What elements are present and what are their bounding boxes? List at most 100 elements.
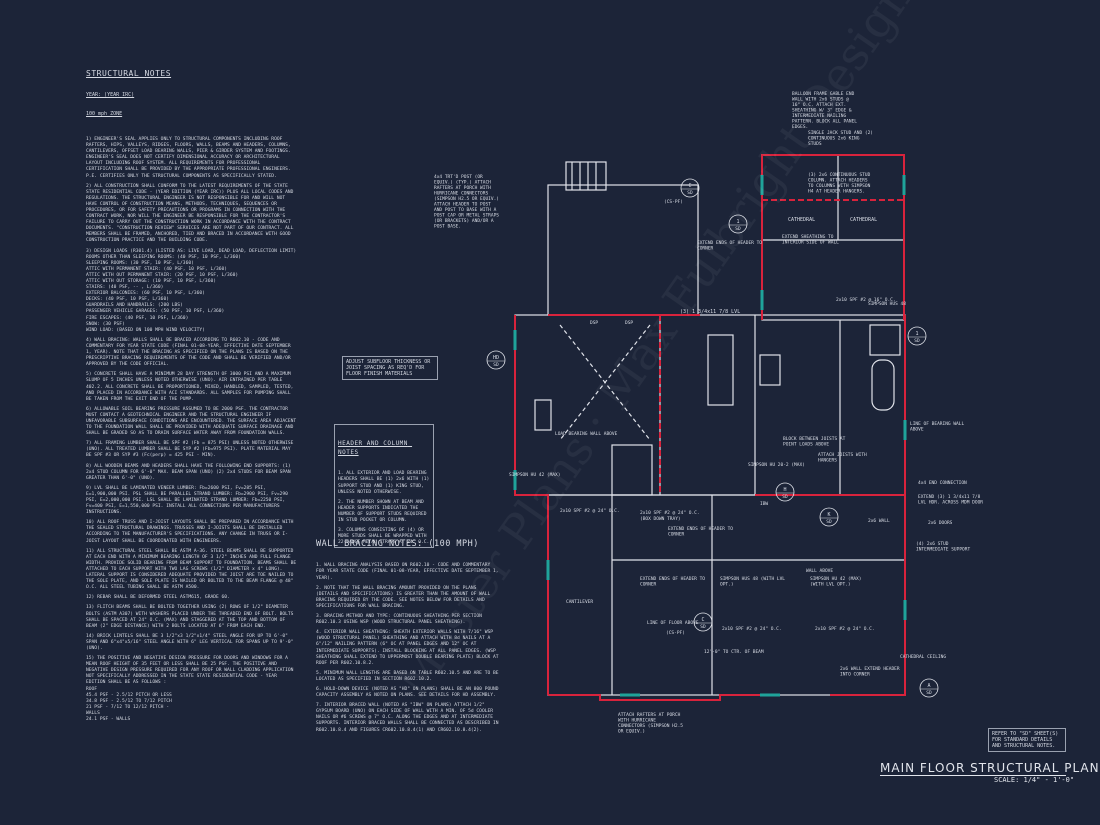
header-column-title: HEADER AND COLUMN NOTES (338, 440, 413, 457)
structural-note-paragraph: 12) REBAR SHALL BE DEFORMED STEEL ASTM61… (86, 595, 230, 601)
drawing-title: MAIN FLOOR STRUCTURAL PLAN (880, 761, 1100, 775)
section-marker-letter: 1 (736, 219, 739, 225)
wall-bracing-note: 6. HOLD-DOWN DEVICE (NOTED AS "HD" ON PL… (316, 686, 502, 699)
structural-note-paragraph: 6) ALLOWABLE SOIL BEARING PRESSURE ASSUM… (86, 406, 299, 437)
label-wall-above: WALL ABOVE (806, 568, 833, 574)
label-door-2x6: 2x6 DOORS (928, 520, 953, 526)
label-simpson-hus: SIMPSON HUS 48 (868, 301, 906, 307)
wall-bracing-notes: WALL BRACING NOTES: (100 MPH) 1. WALL BR… (316, 528, 500, 744)
section-marker-letter: HD (493, 355, 499, 361)
structural-note-paragraph: 11) ALL STRUCTURAL STEEL SHALL BE ASTM A… (86, 548, 299, 591)
label-joist-1: 2x10 SPF #2 @ 16" O.C. (836, 297, 896, 303)
label-lvl-top: (3) 1 3/4x11 7/8 LVL (680, 309, 740, 315)
marker-circle (819, 507, 839, 527)
header-column-items: 1. ALL EXTERIOR AND LOAD BEARING HEADERS… (338, 471, 430, 546)
label-to-ctr-beam: 12'-0" TO CTR. OF BEAM (704, 649, 764, 655)
header-column-note: 2. THE NUMBER SHOWN AT BEAM AND HEADER S… (338, 499, 430, 524)
label-dsp2: DSP (625, 320, 633, 326)
section-markers (486, 178, 939, 698)
porch-x-2 (559, 324, 651, 441)
reference-note: REFER TO "SD" SHEET(S) FOR STANDARD DETA… (988, 728, 1066, 752)
brace-segments (513, 175, 907, 697)
label-single-jack: SINGLE JACK STUD AND (2)CONTINUOUS 2x6 K… (808, 130, 873, 147)
header-column-note: 3. COLUMNS CONSISTING OF (4) OR MORE STU… (338, 528, 430, 546)
marker-circle (728, 214, 748, 234)
label-dsp: DSP (590, 320, 598, 326)
section-marker-letter: H (783, 487, 786, 493)
label-simpson-hu42: SIMPSON HU 42 (MAX) (509, 472, 560, 478)
label-wall-2x6: 2x6 WALL (868, 518, 890, 524)
fireplace (534, 399, 552, 431)
marker-circle (486, 350, 506, 370)
section-marker-sheet: SD (826, 519, 832, 525)
structural-notes-wind: 100 mph ZONE (86, 110, 123, 117)
label-cantilever: CANTILEVER (566, 599, 593, 605)
section-marker-sheet: SD (782, 494, 788, 500)
structural-note-paragraph: 15) THE POSITIVE AND NEGATIVE DESIGN PRE… (86, 656, 294, 722)
section-marker-letter: A (927, 683, 930, 689)
section-marker-letter: K (827, 512, 830, 518)
structural-note-paragraph: 2) ALL CONSTRUCTION SHALL CONFORM TO THE… (86, 183, 297, 244)
label-simpson-hu202: SIMPSON HU 20-2 (MAX) (748, 462, 805, 468)
subfloor-note: ADJUST SUBFLOOR THICKNESS OR JOIST SPACI… (342, 356, 438, 380)
wall-bracing-note: 1. WALL BRACING ANALYSIS BASED ON R602.1… (316, 563, 502, 581)
shower (869, 324, 901, 356)
drawing-scale: SCALE: 1/4" - 1'-0" (994, 776, 1075, 784)
bearing-left (514, 315, 549, 695)
structural-note-paragraph: 13) FLITCH BEAMS SHALL BE BOLTED TOGETHE… (86, 605, 297, 629)
section-marker-sheet: SD (493, 362, 499, 368)
wall-bracing-note: 5. MINIMUM WALL LENGTHS ARE BASED ON TAB… (316, 670, 502, 682)
section-marker-sheet: SD (687, 190, 693, 196)
label-cs-pf-top: (CS-PF) (664, 199, 683, 205)
label-joist-4: 2x10 SPF #2 @ 24" O.C. (722, 626, 782, 632)
section-marker-letter: C (688, 183, 691, 189)
structural-notes-body: 1) ENGINEER'S SEAL APPLIES ONLY TO STRUC… (86, 137, 298, 723)
label-simpson-hu42-lvl: SIMPSON HU 42 (MAX)(WITH LVL OPT.) (810, 576, 861, 588)
structural-note-paragraph: 4) WALL BRACING: WALLS SHALL BE BRACED A… (86, 337, 294, 368)
bearing-bottom (548, 694, 760, 701)
structural-notes-year: YEAR: (YEAR IRC) (86, 92, 135, 99)
wall-bracing-note: 4. EXTERIOR WALL SHEATHING: SHEATH EXTER… (316, 630, 502, 666)
bearing-wing (761, 154, 905, 320)
section-marker-sheet: SD (735, 226, 741, 232)
wall-bracing-note: 2. NOTE THAT THE WALL BRACING AMOUNT PRO… (316, 585, 494, 609)
structural-note-paragraph: 9) LVL SHALL BE LAMINATED VENEER LUMBER:… (86, 485, 291, 516)
title-underline (880, 775, 1066, 776)
label-cs-pf: (CS-PF) (666, 630, 685, 636)
plan-walls (514, 154, 906, 696)
label-ibw: IBW (760, 501, 768, 507)
structural-note-paragraph: 5) CONCRETE SHALL HAVE A MINIMUM 28 DAY … (86, 372, 297, 402)
label-cathedral-ceiling: CATHEDRAL CEILING (900, 654, 946, 660)
stair (565, 161, 607, 191)
label-end-connection: 4x4 END CONNECTION (918, 480, 967, 486)
label-load-bearing: LOAD BEARING WALL ABOVE (555, 431, 618, 437)
marker-circle (693, 612, 713, 632)
label-joist-3: 2x10 SPF #2 @ 24" O.C. (560, 508, 620, 514)
header-column-note: 1. ALL EXTERIOR AND LOAD BEARING HEADERS… (338, 471, 433, 495)
lower-walls (547, 494, 906, 696)
wall-bracing-note: 7. INTERIOR BRACED WALL (NOTED AS "IBW" … (316, 703, 502, 733)
label-cathedral-2: CATHEDRAL (850, 217, 877, 223)
wall-bracing-note: 3. BRACING METHOD AND TYPE: CONTINUOUS S… (316, 614, 485, 626)
structural-note-paragraph: 7) ALL FRAMING LUMBER SHALL BE SPF #2 (F… (86, 441, 297, 459)
bearing-walls (514, 154, 906, 701)
header-column-notes: HEADER AND COLUMN NOTES 1. ALL EXTERIOR … (334, 424, 434, 548)
label-line-floor-above: LINE OF FLOOR ABOVE (647, 620, 699, 626)
structural-notes-title: STRUCTURAL NOTES (86, 69, 172, 79)
structural-note-paragraph: 14) BRICK LINTELS SHALL BE 3 1/2"x3 1/2"… (86, 633, 297, 651)
range (759, 354, 781, 386)
wall-bracing-title: WALL BRACING NOTES: (100 MPH) (316, 539, 479, 550)
label-joist-2: 2x10 SPF #2 @ 24" O.C. (640, 510, 700, 516)
kitchen-island (707, 334, 734, 406)
